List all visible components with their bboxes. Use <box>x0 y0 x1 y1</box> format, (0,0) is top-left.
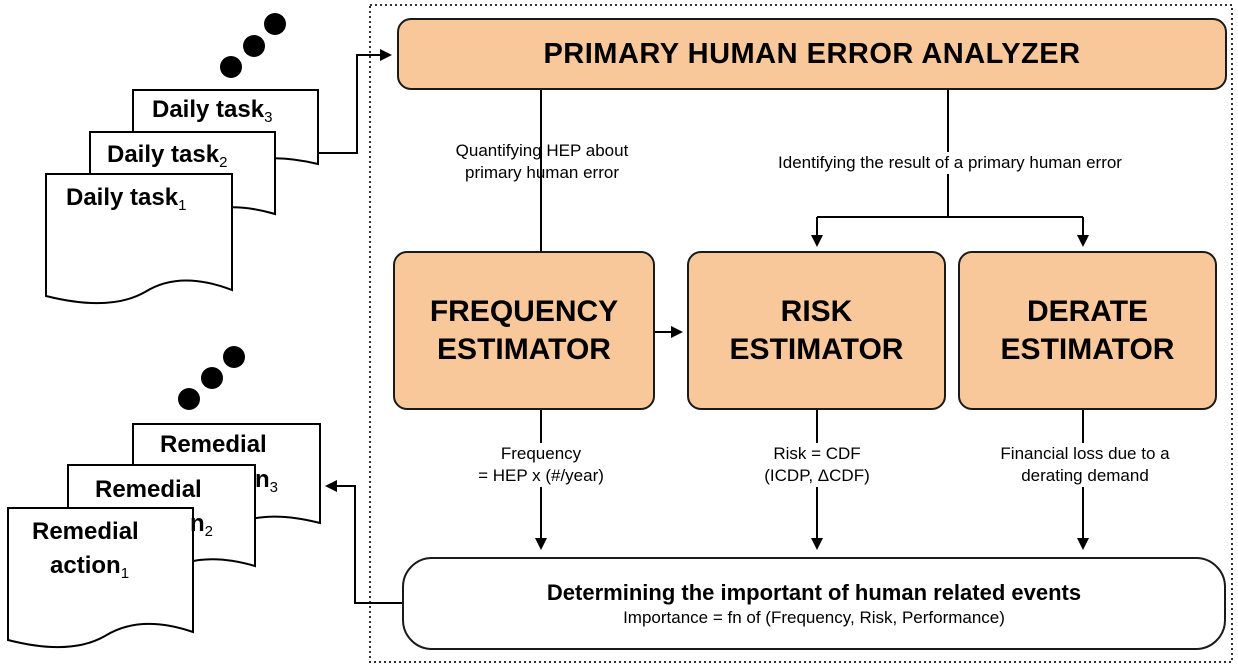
risk-estimator-line2: ESTIMATOR <box>729 332 904 366</box>
daily-task-2-label: Daily task2 <box>107 141 228 171</box>
remedial-action-3-partial: n3 <box>255 466 279 496</box>
derate-estimator-line1: DERATE <box>1026 294 1149 328</box>
system-boundary <box>369 4 1233 663</box>
ellipsis-dots-top <box>220 13 286 78</box>
primary-human-error-analyzer: PRIMARY HUMAN ERROR ANALYZER <box>397 18 1227 90</box>
derate-estimator-line2: ESTIMATOR <box>1000 332 1175 366</box>
derate-estimator: DERATE ESTIMATOR <box>958 251 1217 410</box>
remedial-action-1-doc <box>7 507 194 649</box>
daily-task-1-doc <box>45 173 233 305</box>
financial-loss-label: Financial loss due to a derating demand <box>965 443 1205 487</box>
remedial-action-3-line1: Remedial <box>160 431 267 458</box>
frequency-estimator: FREQUENCY ESTIMATOR <box>393 251 655 410</box>
frequency-estimator-line1: FREQUENCY <box>429 294 619 328</box>
importance-title: Determining the important of human relat… <box>546 579 1082 605</box>
risk-estimator-line1: RISK <box>780 294 853 328</box>
identifying-result-label: Identifying the result of a primary huma… <box>700 152 1200 174</box>
importance-determination: Determining the important of human relat… <box>402 557 1226 650</box>
risk-estimator: RISK ESTIMATOR <box>687 251 946 410</box>
importance-subtitle: Importance = fn of (Frequency, Risk, Per… <box>623 607 1005 627</box>
daily-task-3-label: Daily task3 <box>152 96 273 126</box>
analyzer-title: PRIMARY HUMAN ERROR ANALYZER <box>543 37 1081 70</box>
frequency-estimator-line2: ESTIMATOR <box>437 332 611 366</box>
remedial-action-1-line1: Remedial <box>32 518 139 545</box>
tasks-to-analyzer-arrow <box>318 49 392 154</box>
risk-formula-label: Risk = CDF (ICDP, ΔCDF) <box>742 443 892 487</box>
ellipsis-dots-bottom <box>178 346 245 410</box>
daily-task-1-label: Daily task1 <box>66 184 187 214</box>
remedial-action-1-line2: action1 <box>50 552 130 582</box>
quantifying-hep-label: Quantifying HEP about primary human erro… <box>455 141 629 182</box>
remedial-action-2-line1: Remedial <box>95 476 202 503</box>
frequency-formula-label: Frequency = HEP x (#/year) <box>440 443 642 487</box>
remedial-action-2-partial: n2 <box>190 510 214 540</box>
importance-to-remedial-arrow <box>325 480 402 604</box>
